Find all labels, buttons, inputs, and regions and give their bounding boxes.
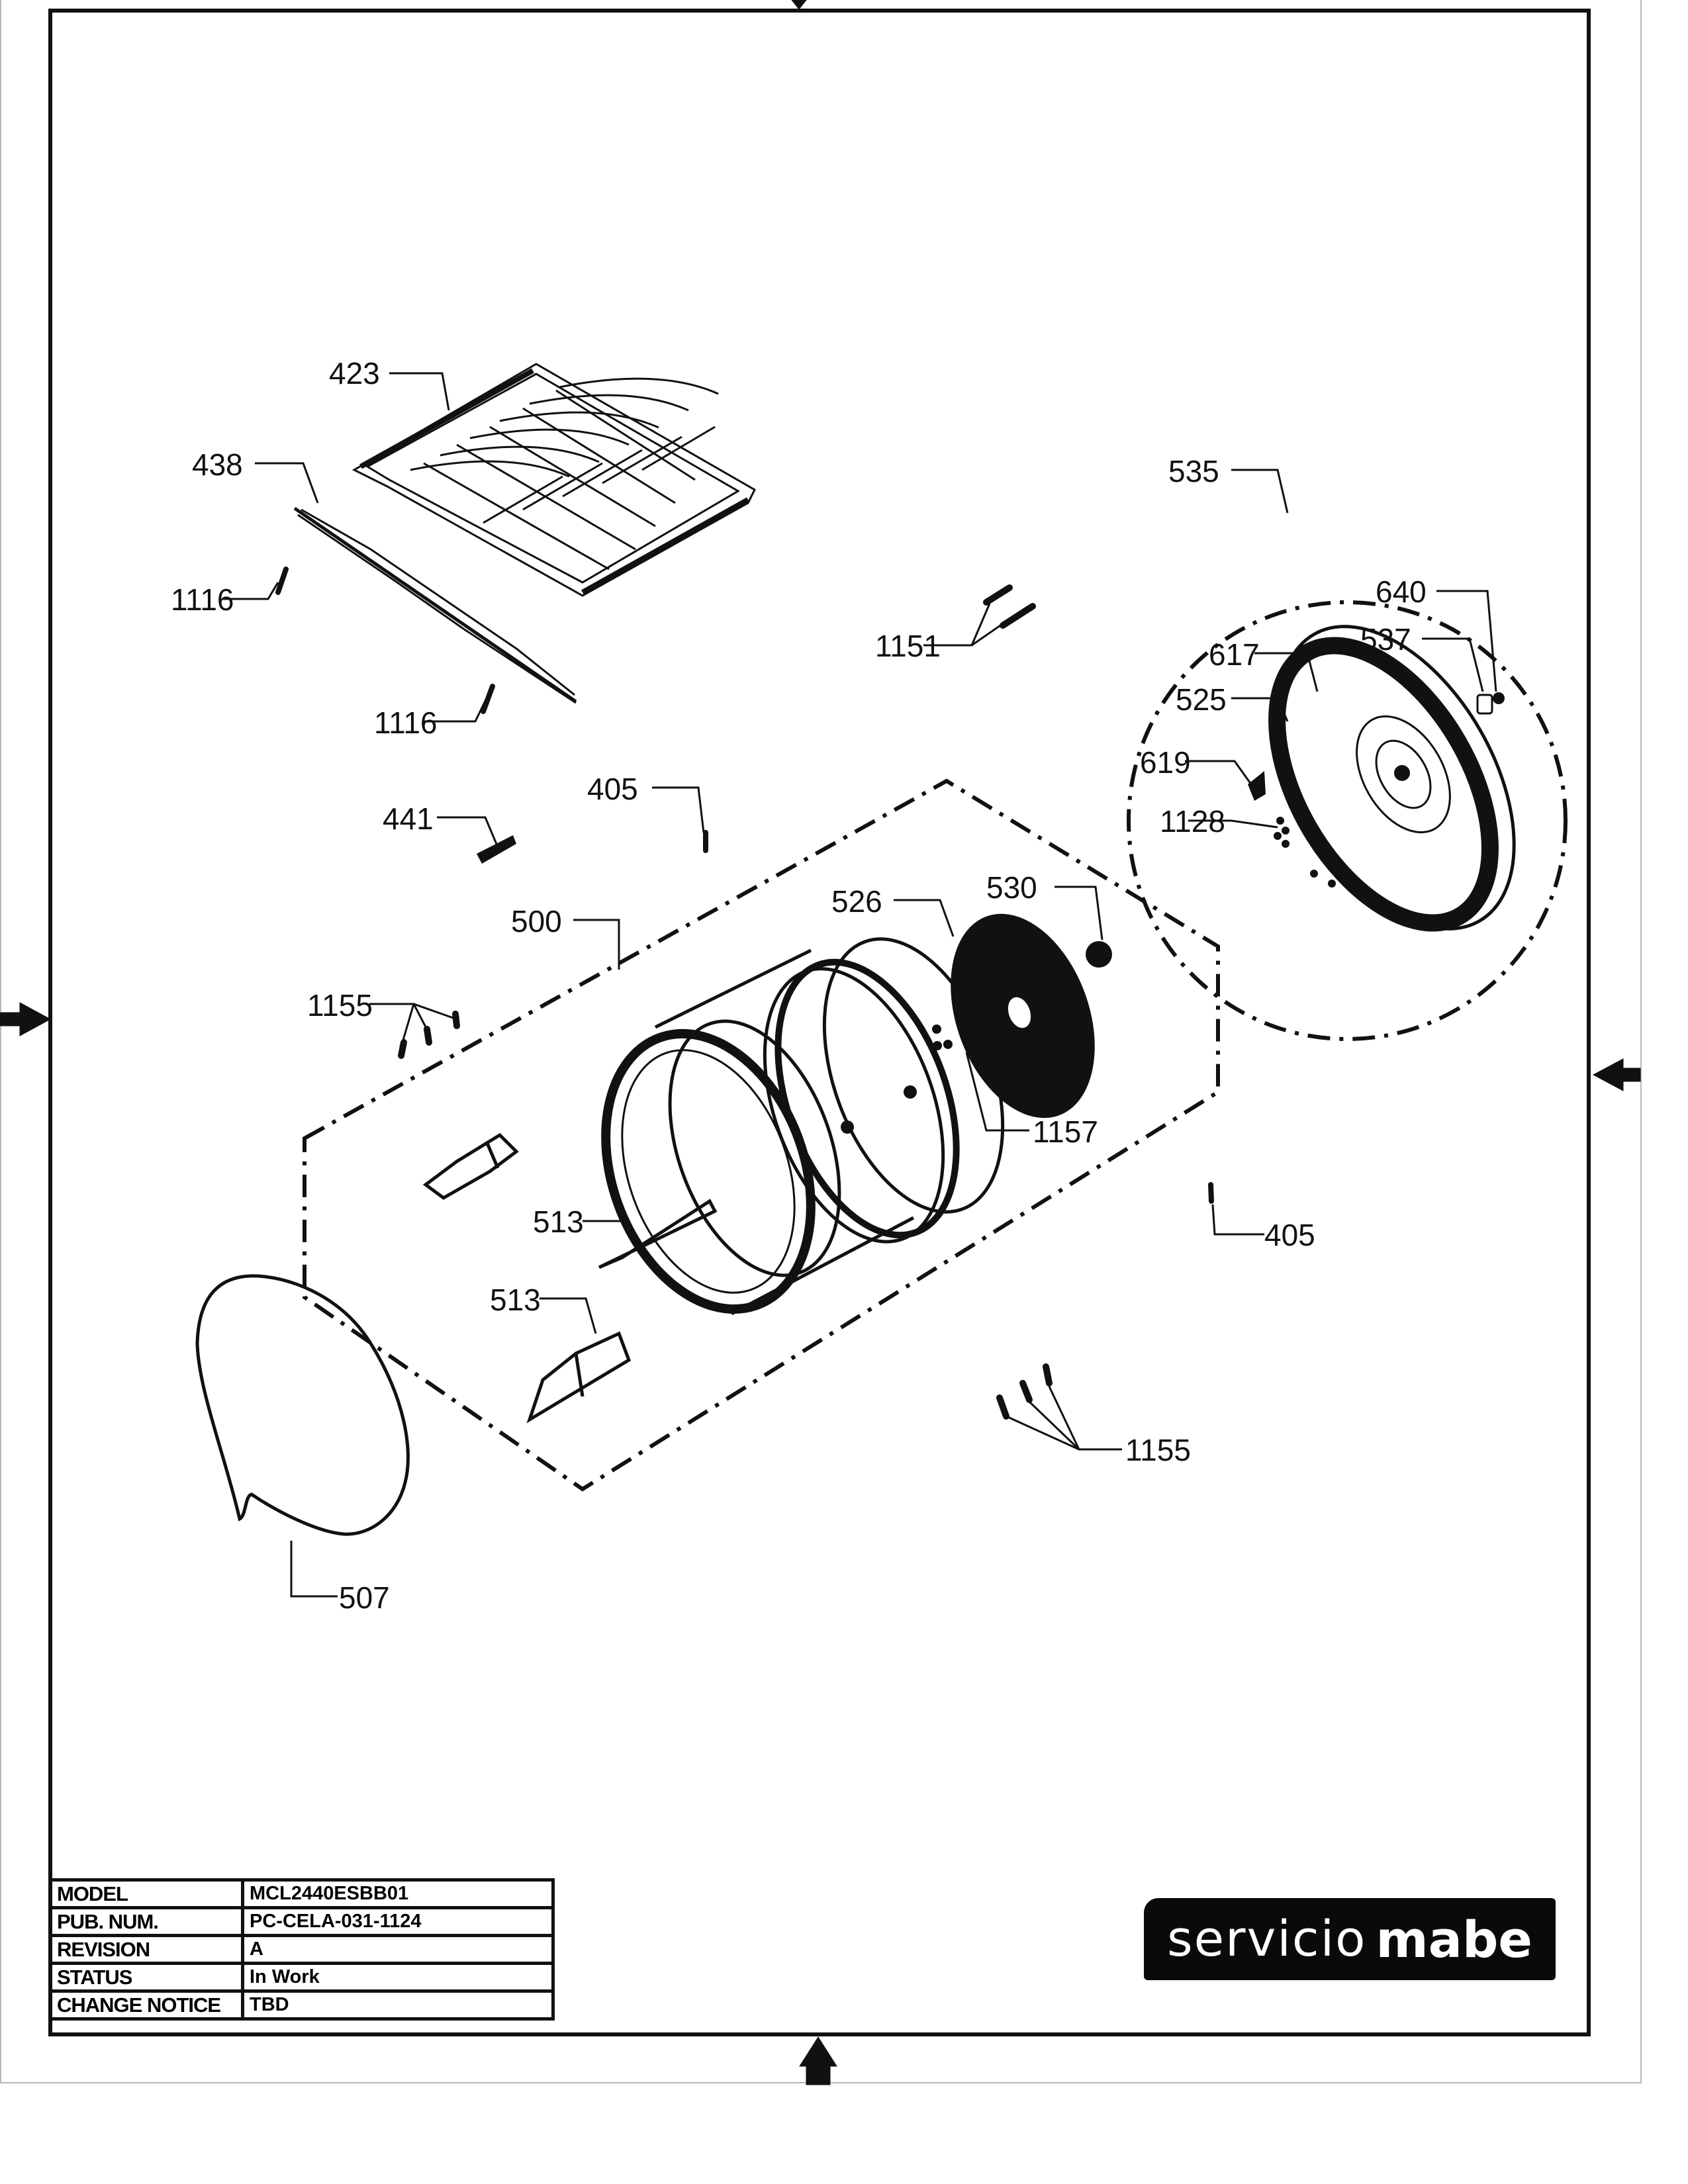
part-441-bracket <box>477 835 516 864</box>
part-1128-fasteners <box>1274 817 1336 887</box>
callout-530: 530 <box>986 870 1037 905</box>
callout-438: 438 <box>192 447 243 482</box>
title-row-change-notice: CHANGE NOTICE TBD <box>48 1989 555 2021</box>
callout-441: 441 <box>383 801 434 836</box>
callout-537: 537 <box>1360 622 1411 657</box>
callout-617: 617 <box>1209 637 1260 672</box>
part-513-baffle-b <box>526 1331 632 1424</box>
part-513-baffle-c <box>422 1132 519 1200</box>
part-537-bracket <box>1476 694 1493 715</box>
top-center-arrow <box>791 0 807 10</box>
part-513-baffle-a <box>598 1199 718 1269</box>
callout-1151: 1151 <box>875 629 941 663</box>
callout-513-a: 513 <box>533 1205 584 1239</box>
title-value-pub-num: PC-CELA-031-1124 <box>241 1906 555 1937</box>
title-key-revision: REVISION <box>48 1934 244 1965</box>
part-530-bearing <box>1086 941 1112 968</box>
callout-513-b: 513 <box>490 1283 541 1317</box>
part-535-group-outline <box>1127 600 1568 1041</box>
title-value-revision: A <box>241 1934 555 1965</box>
callout-500: 500 <box>511 904 562 938</box>
part-526-drum-rear-plate <box>951 913 1095 1118</box>
bottom-center-arrow <box>799 2036 837 2085</box>
callout-1116-b: 1116 <box>374 705 438 740</box>
title-value-model: MCL2440ESBB01 <box>241 1878 555 1909</box>
title-key-model: MODEL <box>48 1878 244 1909</box>
title-row-pub-num: PUB. NUM. PC-CELA-031-1124 <box>48 1906 555 1937</box>
logo-text-mabe: mabe <box>1376 1909 1532 1969</box>
part-1157-bolts <box>932 1024 953 1050</box>
part-500-drum <box>601 937 1005 1316</box>
callout-525: 525 <box>1176 682 1227 717</box>
part-619-clip <box>1248 771 1266 801</box>
servicio-mabe-logo: servicio mabe <box>1144 1898 1556 1980</box>
part-423-lint-filter-grille <box>352 363 756 597</box>
title-value-status: In Work <box>241 1962 555 1993</box>
title-key-change-notice: CHANGE NOTICE <box>48 1989 244 2021</box>
title-block: MODEL MCL2440ESBB01 PUB. NUM. PC-CELA-03… <box>48 1878 555 2021</box>
logo-text-servicio: servicio <box>1167 1911 1367 1968</box>
right-center-arrow <box>1592 1058 1641 1091</box>
callout-619: 619 <box>1140 745 1191 780</box>
drawing-frame <box>48 9 1591 2036</box>
callout-423: 423 <box>329 356 380 390</box>
part-1116-screw-a <box>275 567 289 595</box>
callout-535: 535 <box>1168 454 1219 488</box>
title-row-status: STATUS In Work <box>48 1962 555 1993</box>
title-key-pub-num: PUB. NUM. <box>48 1906 244 1937</box>
callout-640: 640 <box>1376 574 1427 609</box>
left-center-arrow <box>0 1002 52 1036</box>
part-507-drive-belt <box>195 1274 410 1536</box>
part-1155-screws-b <box>996 1363 1053 1420</box>
callout-405-a: 405 <box>587 772 638 806</box>
title-value-change-notice: TBD <box>241 1989 555 2021</box>
callout-405-b: 405 <box>1264 1218 1315 1252</box>
callout-507: 507 <box>339 1580 390 1615</box>
part-1151-screws <box>983 584 1036 629</box>
callout-1155-a: 1155 <box>307 988 373 1023</box>
callout-526: 526 <box>831 884 882 919</box>
title-row-revision: REVISION A <box>48 1934 555 1965</box>
title-key-status: STATUS <box>48 1962 244 1993</box>
callout-1157: 1157 <box>1033 1115 1098 1149</box>
callout-1155-b: 1155 <box>1125 1433 1191 1467</box>
part-640-nut <box>1493 692 1505 704</box>
part-500-group-outline <box>303 778 1220 1492</box>
title-row-model: MODEL MCL2440ESBB01 <box>48 1878 555 1909</box>
callout-1128: 1128 <box>1160 804 1225 839</box>
part-438-filter-seal <box>293 506 577 704</box>
leader-lines <box>222 372 1497 1598</box>
part-1116-screw-b <box>481 684 495 714</box>
callout-1116-a: 1116 <box>171 582 234 617</box>
